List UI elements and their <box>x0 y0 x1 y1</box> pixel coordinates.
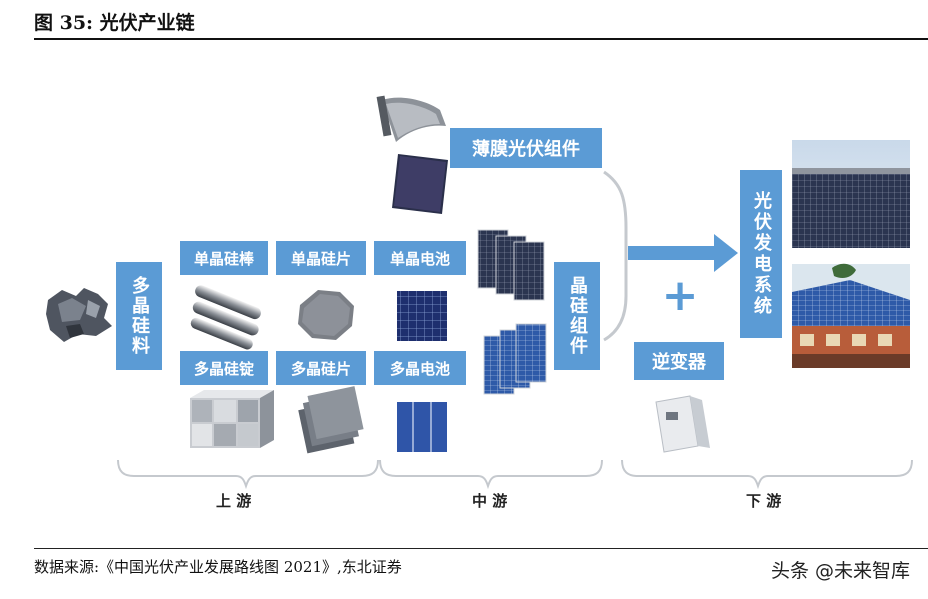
box-mono-cell: 单晶电池 <box>374 241 466 275</box>
midstream-bracket <box>379 459 603 490</box>
mono-silicon-rods-image <box>190 285 261 350</box>
box-pv-power-system-label: 光伏发电系统 <box>751 191 772 317</box>
stage-upstream-label: 上 游 <box>216 492 252 510</box>
polysilicon-chunks-image <box>46 288 112 342</box>
solar-farm-image <box>792 140 910 248</box>
poly-ingot-image <box>190 390 274 448</box>
figure-title: 图 35: 光伏产业链 <box>34 12 195 34</box>
poly-cell-image <box>397 402 447 452</box>
title-rule <box>34 38 928 40</box>
box-crystalline-module: 晶硅组件 <box>554 262 600 370</box>
plus-sign: + <box>661 270 699 321</box>
box-mono-rod: 单晶硅棒 <box>180 241 268 275</box>
thin-film-module-image <box>376 95 448 214</box>
downstream-bracket <box>621 459 913 490</box>
poly-wafer-image <box>298 386 364 454</box>
midstream-brace <box>603 170 628 342</box>
footer-rule <box>34 548 928 549</box>
box-pv-power-system: 光伏发电系统 <box>740 170 782 338</box>
mono-module-image <box>477 229 545 301</box>
rooftop-solar-image <box>792 263 910 368</box>
box-mono-wafer: 单晶硅片 <box>276 241 366 275</box>
flow-arrow <box>628 234 738 272</box>
box-polysilicon-material-label: 多晶硅料 <box>129 276 150 356</box>
box-poly-cell: 多晶电池 <box>374 351 466 385</box>
watermark: 头条 @未来智库 <box>770 560 910 582</box>
inverter-image <box>655 395 710 453</box>
mono-wafer-image <box>298 290 354 340</box>
stage-downstream-label: 下 游 <box>746 492 782 510</box>
source-note: 数据来源:《中国光伏产业发展路线图 2021》,东北证券 <box>34 558 402 576</box>
box-crystalline-module-label: 晶硅组件 <box>567 276 588 356</box>
box-poly-ingot: 多晶硅锭 <box>180 351 268 385</box>
poly-module-image <box>483 323 547 395</box>
poly-cell-busbars <box>412 402 432 452</box>
stage-midstream-label: 中 游 <box>472 492 508 510</box>
upstream-bracket <box>117 459 379 490</box>
box-poly-wafer: 多晶硅片 <box>276 351 366 385</box>
mono-cell-image <box>397 291 447 341</box>
box-polysilicon-material: 多晶硅料 <box>116 262 162 370</box>
box-inverter: 逆变器 <box>634 342 724 380</box>
box-thin-film-module: 薄膜光伏组件 <box>450 128 602 168</box>
